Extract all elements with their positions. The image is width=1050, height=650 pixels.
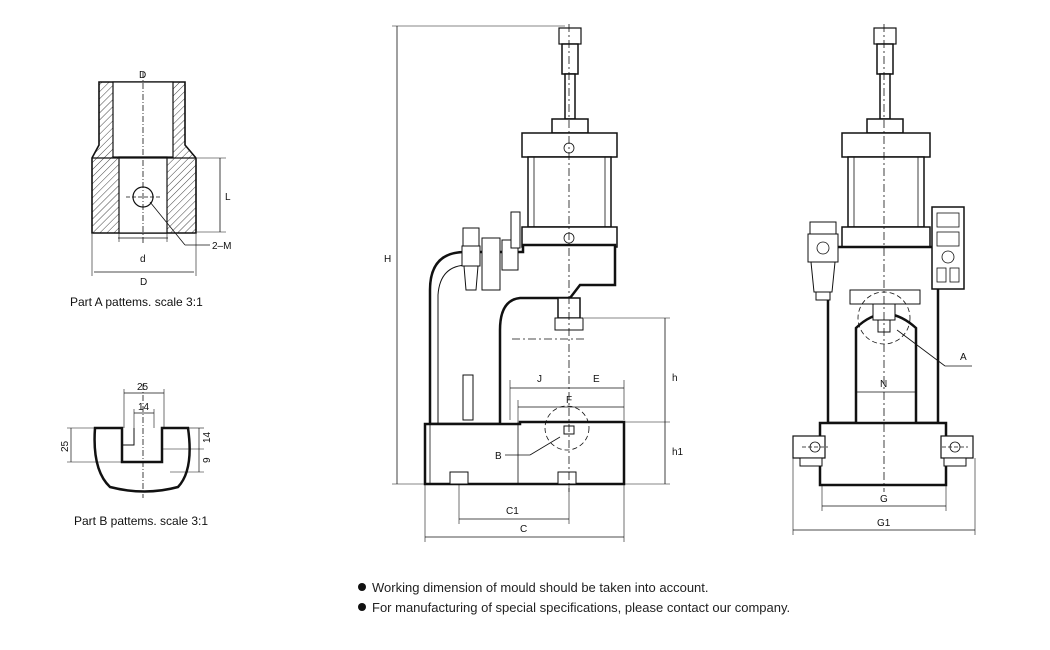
part-b-drawing bbox=[67, 384, 204, 498]
side-dim-B: B bbox=[495, 451, 502, 462]
side-dim-J: J bbox=[537, 374, 542, 385]
front-dim-G1: G1 bbox=[877, 518, 891, 529]
part-a-caption: Part A pattems. scale 3:1 bbox=[70, 295, 203, 309]
side-dim-C: C bbox=[520, 524, 527, 535]
front-view-centerlines bbox=[792, 24, 976, 535]
side-dim-h: h bbox=[672, 373, 678, 384]
part-b-dim-left: 25 bbox=[60, 440, 71, 452]
part-b-dim-right-b: 9 bbox=[202, 457, 213, 463]
part-a-label-L: L bbox=[225, 192, 231, 203]
part-b-dim-top: 25 bbox=[137, 382, 149, 393]
front-view-press bbox=[792, 27, 974, 487]
part-b-dim-slot: 14 bbox=[138, 402, 150, 413]
side-dim-C1: C1 bbox=[506, 506, 519, 517]
note-2: For manufacturing of special specificati… bbox=[372, 600, 790, 615]
side-dim-E: E bbox=[593, 374, 600, 385]
bullet-icon bbox=[358, 603, 366, 611]
part-a-drawing bbox=[91, 72, 226, 276]
part-a-label-D: D bbox=[140, 277, 147, 288]
front-dim-A: A bbox=[960, 352, 967, 363]
side-dim-h1: h1 bbox=[672, 447, 684, 458]
part-b-caption: Part B pattems. scale 3:1 bbox=[74, 514, 208, 528]
side-dim-H: H bbox=[384, 254, 391, 265]
part-a-label-2M: 2–M bbox=[212, 241, 231, 252]
front-dim-G: G bbox=[880, 494, 888, 505]
note-1: Working dimension of mould should be tak… bbox=[372, 580, 709, 595]
front-dim-N: N bbox=[880, 379, 887, 390]
side-dim-F: F bbox=[566, 395, 572, 406]
side-view-centerlines bbox=[392, 24, 670, 542]
part-b-dim-right-a: 14 bbox=[202, 431, 213, 443]
side-view-press bbox=[423, 27, 626, 486]
part-a-label-d: d bbox=[140, 254, 146, 265]
bullet-icon bbox=[358, 583, 366, 591]
part-a-label-D-top: D bbox=[139, 70, 146, 81]
